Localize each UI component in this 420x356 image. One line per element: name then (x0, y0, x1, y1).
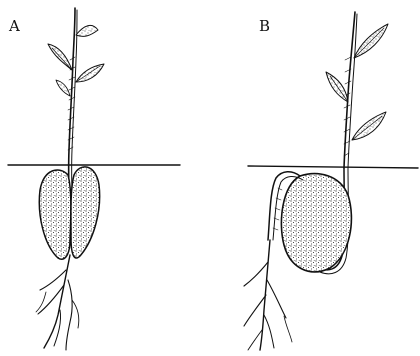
leaf-a-top (76, 25, 98, 36)
root-b-main (260, 240, 270, 350)
seed-b (281, 174, 351, 272)
cotyledon-a-right (71, 167, 100, 258)
panel-a (8, 8, 180, 350)
soil-line-b (248, 166, 418, 168)
panel-b (244, 12, 418, 350)
root-a-main (44, 255, 70, 348)
cotyledon-a-left (39, 170, 71, 259)
leaf-a-small (56, 80, 70, 96)
